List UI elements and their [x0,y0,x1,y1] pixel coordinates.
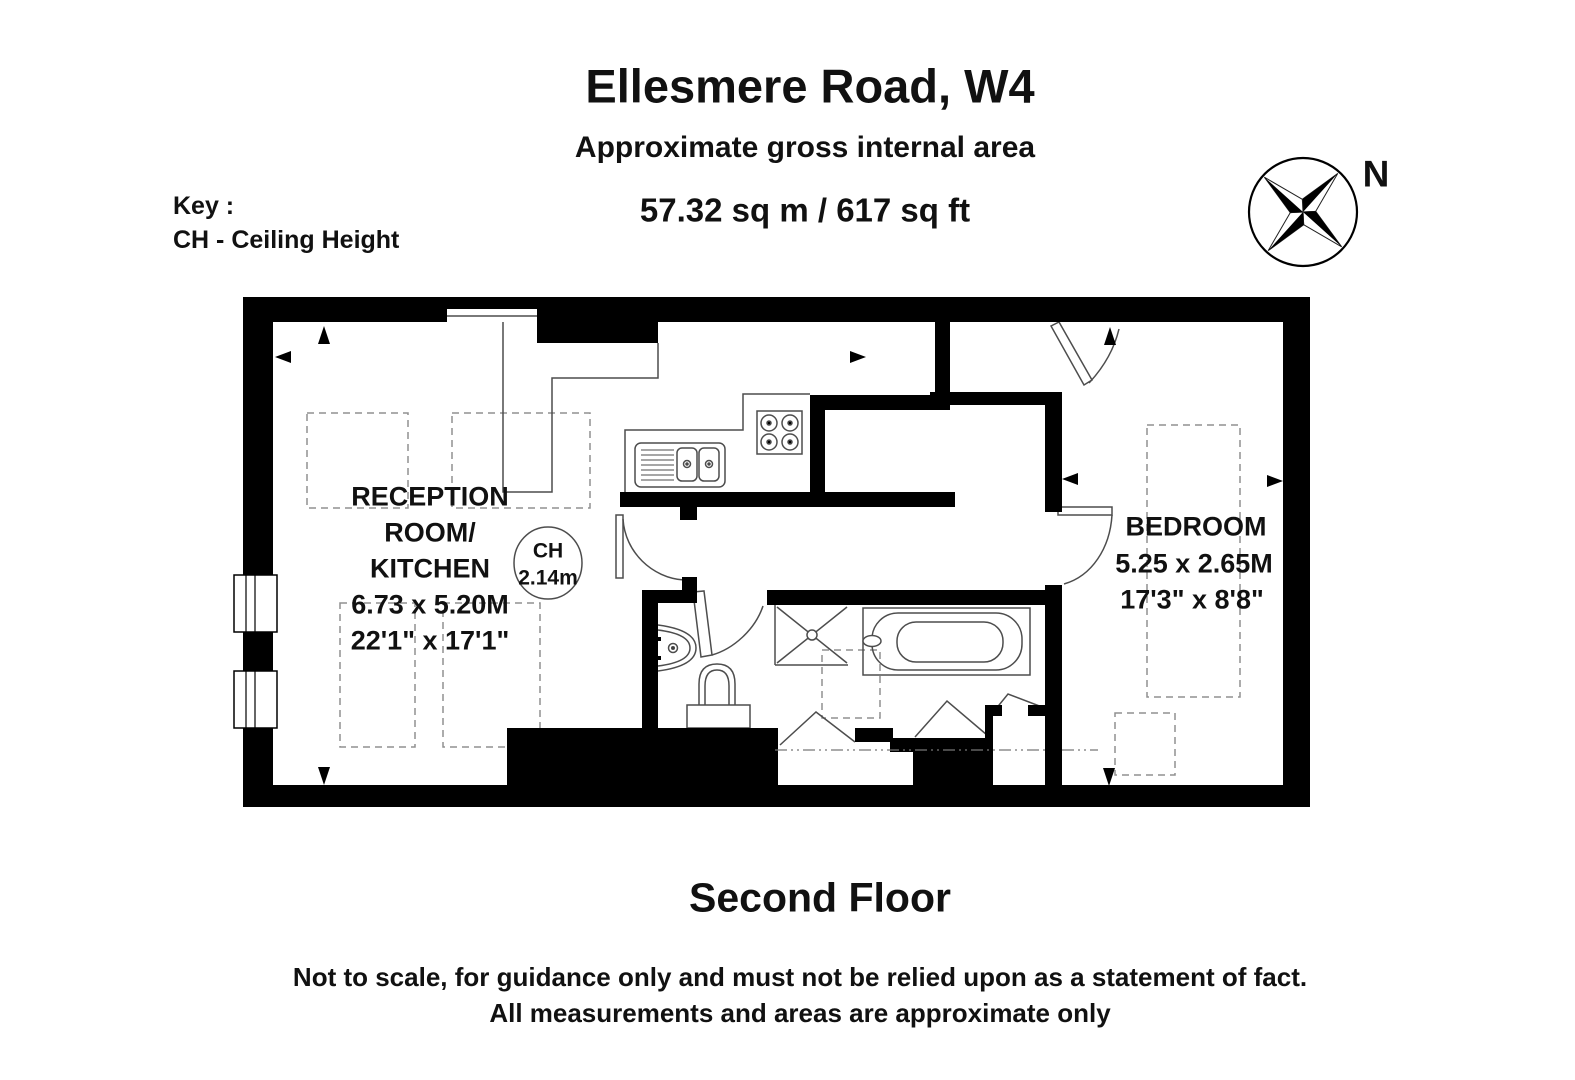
slope-arrow-icon [850,351,866,363]
bed-outline [1146,424,1241,698]
reception-dims-metric: 6.73 x 5.20M [351,589,509,620]
key-item: CH - Ceiling Height [173,226,400,254]
ceiling-height-label: CH [532,539,564,563]
page-title: Ellesmere Road, W4 [585,59,1035,113]
furniture-outline [339,602,416,748]
walls [243,297,1310,807]
door-swing-icon [1057,506,1113,585]
furniture-outline [306,412,409,509]
washbasin-icon [657,624,697,672]
shower-icon [774,605,848,666]
page-subtitle: Approximate gross internal area [574,131,1036,164]
bedroom-label: BEDROOM [1125,511,1267,542]
reception-label-line2: ROOM/ [384,517,476,548]
kitchen-sink-icon [634,442,726,488]
slope-arrow-icon [275,351,291,363]
slope-arrows [275,326,1283,786]
slope-arrow-icon [318,326,330,344]
compass-north-label: N [1362,153,1390,195]
door-swing-icon [1049,321,1120,387]
reception-label-line1: RECEPTION [351,481,509,512]
area-value: 57.32 sq m / 617 sq ft [639,191,971,229]
dormer-roof-line [994,693,1043,711]
furniture-outline [442,602,541,748]
reception-label-line3: KITCHEN [370,553,490,584]
toilet-icon [686,663,751,729]
disclaimer-line2: All measurements and areas are approxima… [489,998,1111,1028]
bedroom-dims-imperial: 17'3" x 8'8" [1120,584,1264,615]
slope-arrow-icon [318,767,330,785]
bathtub-icon [862,607,1031,676]
slope-arrow-icon [1104,327,1116,345]
disclaimer-line1: Not to scale, for guidance only and must… [292,962,1308,992]
ceiling-height-value: 2.14m [518,566,578,590]
windows [233,574,278,729]
stair-bulkhead-outline [502,322,659,493]
window-icon [233,574,278,633]
bedroom-dims-metric: 5.25 x 2.65M [1115,548,1273,579]
kitchen-counter-outline [624,393,810,492]
slope-arrow-icon [1103,768,1115,786]
dormer-roof-line [914,699,988,738]
ceiling-height-badge [513,526,583,600]
door-swing-icon [615,514,685,581]
shower-enclosure-outline [821,649,881,719]
door-swing-icon [692,590,764,658]
thin-lines [447,315,1043,746]
floor-name: Second Floor [689,874,951,921]
slope-arrow-icon [1267,475,1283,487]
furniture-outline [451,412,591,509]
window-icon [233,670,278,729]
dormer-roof-line [779,711,856,746]
reception-dims-imperial: 22'1" x 17'1" [350,625,510,656]
compass-rose-icon [1247,156,1359,268]
furniture-outlines [306,412,1241,776]
doors [615,321,1120,658]
stove-icon [756,410,803,455]
key-label: Key : [173,192,235,220]
slope-arrow-icon [1062,473,1078,485]
furniture-outline [1114,712,1176,776]
